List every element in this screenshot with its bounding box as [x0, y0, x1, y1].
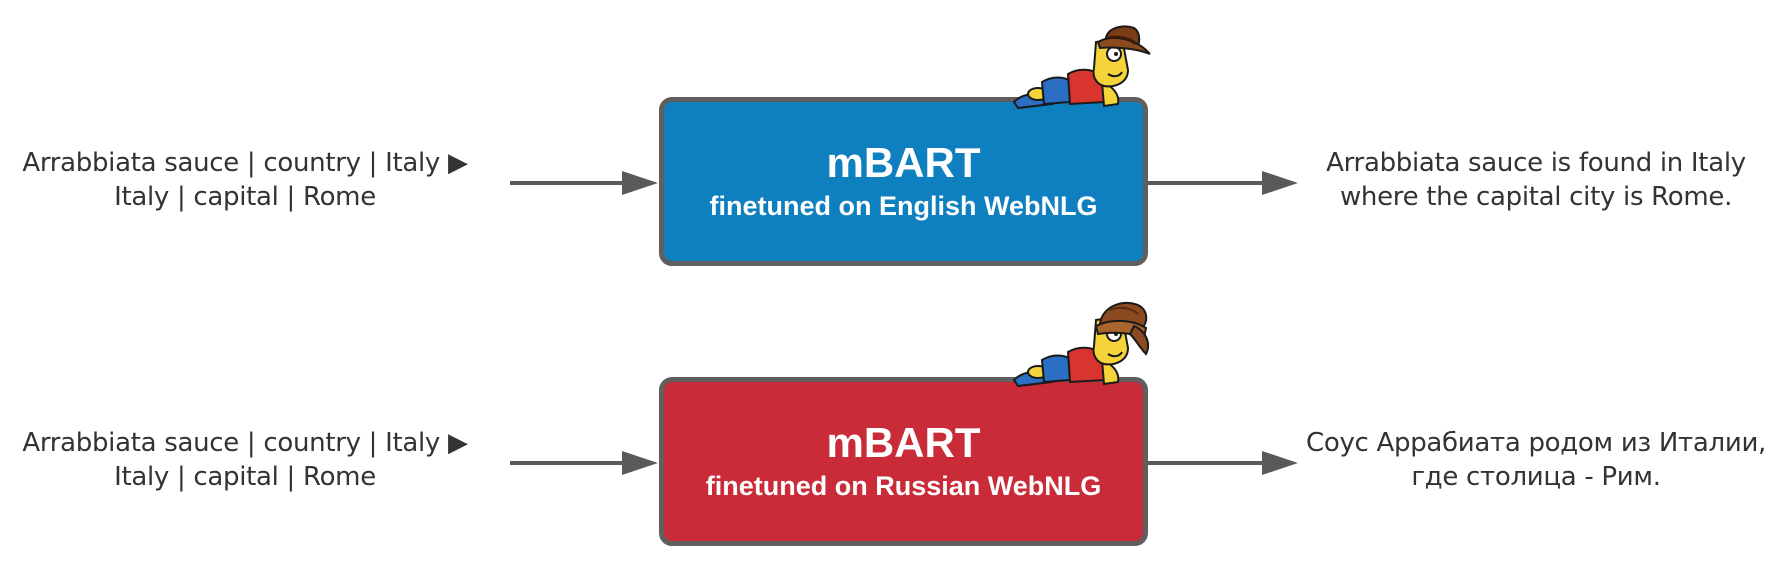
output-line-2: where the capital city is Rome.: [1339, 182, 1733, 212]
output-text-russian: Соус Аррабиата родом из Италии, где стол…: [1306, 426, 1766, 494]
output-text-english: Arrabbiata sauce is found in Italy where…: [1306, 146, 1766, 214]
output-line-1: Arrabbiata sauce is found in Italy: [1326, 148, 1746, 178]
model-subtitle: finetuned on Russian WebNLG: [705, 471, 1102, 501]
output-line-2: где столица - Рим.: [1411, 462, 1661, 492]
input-triples-english: Arrabbiata sauce | country | Italy ▶ Ita…: [0, 146, 490, 214]
arrow-model-to-output-russian: [1148, 451, 1298, 475]
input-line-1: Arrabbiata sauce | country | Italy ▶: [22, 148, 468, 178]
arrow-model-to-output-english: [1148, 171, 1298, 195]
mascot-cowboy-hat-icon: [1012, 25, 1151, 110]
input-triples-russian: Arrabbiata sauce | country | Italy ▶ Ita…: [0, 426, 490, 494]
mascot-ushanka-hat-icon: [1012, 301, 1150, 388]
arrow-input-to-model-english: [510, 171, 658, 195]
input-line-1: Arrabbiata sauce | country | Italy ▶: [22, 428, 468, 458]
model-box-english: mBART finetuned on English WebNLG: [659, 97, 1148, 266]
output-line-1: Соус Аррабиата родом из Италии,: [1306, 428, 1767, 458]
input-line-2: Italy | capital | Rome: [114, 462, 376, 492]
arrow-input-to-model-russian: [510, 451, 658, 475]
model-box-russian: mBART finetuned on Russian WebNLG: [659, 377, 1148, 546]
model-name: mBART: [826, 419, 981, 466]
input-line-2: Italy | capital | Rome: [114, 182, 376, 212]
model-subtitle: finetuned on English WebNLG: [709, 191, 1098, 221]
model-name: mBART: [826, 139, 981, 186]
